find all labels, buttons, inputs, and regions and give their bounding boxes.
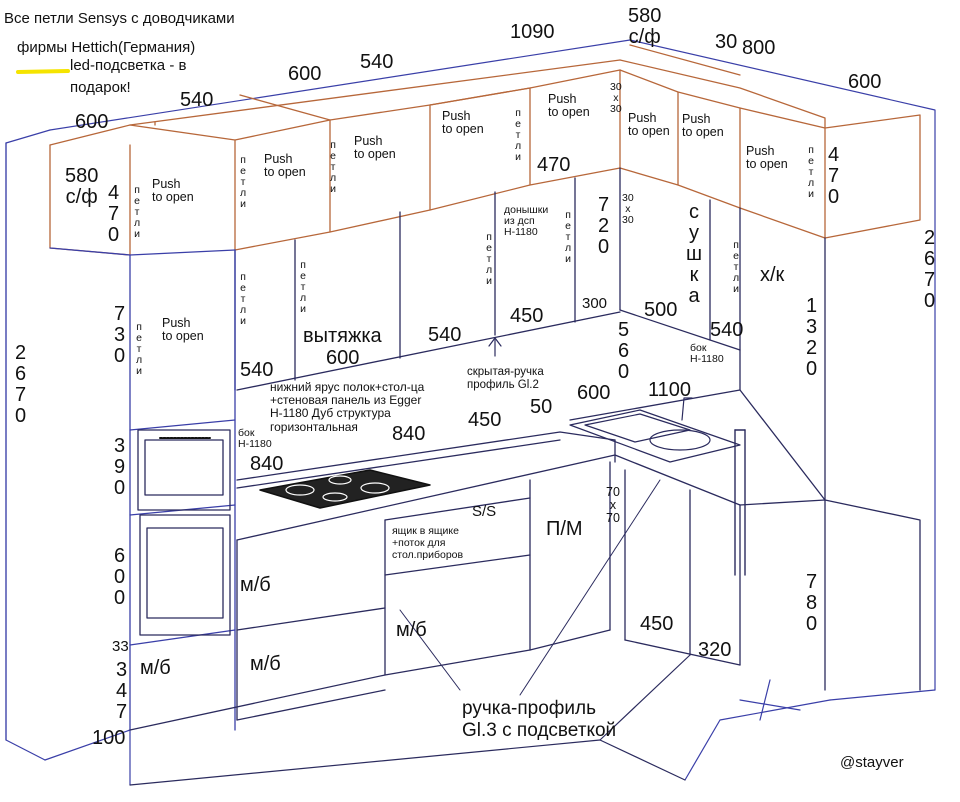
dim-right-780: 7 8 0 bbox=[806, 571, 818, 635]
fridge-handle bbox=[734, 429, 746, 576]
dim-left-2670: 2 6 7 0 bbox=[15, 342, 27, 427]
base-cabinets bbox=[129, 237, 921, 731]
note-hidden-handle: скрытая-ручка профиль Gl.2 bbox=[467, 366, 544, 392]
note-tier: нижний ярус полок+стол-ца +стеновая пане… bbox=[270, 380, 425, 434]
leader-lines bbox=[399, 337, 661, 696]
label-pm: П/М bbox=[546, 518, 583, 540]
push-to-open-5: Push to open bbox=[548, 92, 590, 120]
label-bok-left: бок Н-1180 bbox=[238, 427, 272, 451]
corner-30x30-top: 30 х 30 bbox=[610, 81, 622, 116]
header-line-2: фирмы Hettich(Германия) bbox=[17, 39, 196, 56]
push-to-open-2: Push to open bbox=[264, 152, 306, 180]
dim-base-347: 3 4 7 bbox=[116, 659, 128, 723]
dim-mid-300: 300 bbox=[582, 295, 608, 312]
header-line-4: подарок! bbox=[70, 79, 131, 96]
sink bbox=[569, 397, 741, 463]
dim-top-1090: 1090 bbox=[510, 21, 555, 43]
label-mb-3: м/б bbox=[250, 653, 281, 675]
dim-top-540-b: 540 bbox=[360, 51, 394, 73]
dim-counter-840-a: 840 bbox=[392, 423, 426, 445]
dim-mid-720: 7 2 0 bbox=[598, 194, 610, 258]
push-to-open-6: Push to open bbox=[628, 111, 670, 139]
dim-right-2670: 2 6 7 0 bbox=[924, 227, 936, 312]
push-to-open-3: Push to open bbox=[354, 134, 396, 162]
cooktop bbox=[259, 469, 431, 509]
hinge-label-6: п е т л и bbox=[136, 321, 143, 378]
hinge-label-9: п е т л и bbox=[486, 231, 493, 288]
push-to-open-7: Push to open bbox=[682, 112, 724, 140]
dim-top-30: 30 bbox=[715, 31, 738, 53]
hinge-label-1: п е т л и bbox=[134, 184, 141, 241]
label-mb-4: м/б bbox=[396, 619, 427, 641]
tall-column bbox=[49, 247, 236, 731]
caption-handle-profile: ручка-профиль Gl.3 с подсветкой bbox=[462, 698, 617, 741]
note-drawer: ящик в ящике +поток для стол.приборов bbox=[392, 525, 464, 562]
dim-top-600-right: 600 bbox=[848, 71, 882, 93]
header-line-1: Все петли Sensys с доводчиками bbox=[4, 10, 235, 27]
push-to-open-9: Push to open bbox=[162, 316, 204, 344]
upper-cabinets-right bbox=[619, 44, 921, 239]
label-hood: вытяжка bbox=[303, 325, 382, 347]
push-to-open-8: Push to open bbox=[746, 144, 788, 172]
dim-upper-470-left: 4 7 0 bbox=[108, 182, 120, 246]
dim-top-800: 800 bbox=[742, 37, 776, 59]
hinge-label-2: п е т л и bbox=[240, 154, 247, 211]
dim-top-600-b: 600 bbox=[288, 63, 322, 85]
dim-corner-600: 600 bbox=[577, 382, 611, 404]
hinge-label-3: п е т л и bbox=[330, 139, 337, 196]
dim-base-450: 450 bbox=[640, 613, 674, 635]
middle-cabinets bbox=[234, 167, 741, 391]
dim-counter-840-b: 840 bbox=[250, 453, 284, 475]
hinge-label-8: п е т л и bbox=[300, 259, 307, 316]
label-bok-right: бок Н-1180 bbox=[690, 342, 724, 366]
dim-base-100: 100 bbox=[92, 727, 126, 749]
dim-base-33: 33 bbox=[112, 638, 129, 655]
header-line-3: led-подсветка - в bbox=[70, 57, 187, 74]
highlight-mark bbox=[16, 69, 70, 74]
dim-corner-500: 500 bbox=[644, 299, 678, 321]
label-fridge: х/к bbox=[760, 264, 785, 286]
watermark: @stayver bbox=[840, 754, 904, 771]
dim-top-580-sf: 580 с/ф bbox=[628, 5, 662, 48]
dim-counter-450: 450 bbox=[468, 409, 502, 431]
dim-top-540-a: 540 bbox=[180, 89, 214, 111]
hinge-label-7: п е т л и bbox=[240, 271, 247, 328]
push-to-open-1: Push to open bbox=[152, 177, 194, 205]
hinge-label-10: п е т л и bbox=[565, 209, 572, 266]
label-mb-2: м/б bbox=[240, 574, 271, 596]
dim-top-600-left: 600 bbox=[75, 111, 109, 133]
push-to-open-4: Push to open bbox=[442, 109, 484, 137]
dim-counter-50: 50 bbox=[530, 396, 553, 418]
dim-hood-600: 600 bbox=[326, 347, 360, 369]
hinge-label-11: п е т л и bbox=[733, 239, 740, 296]
dim-corner-540: 540 bbox=[710, 319, 744, 341]
dim-oven-390: 3 9 0 bbox=[114, 435, 126, 499]
dim-left-580-sf: 580 с/ф bbox=[65, 165, 99, 208]
dim-corner-560: 5 6 0 bbox=[618, 319, 630, 383]
dim-mid-450: 450 bbox=[510, 305, 544, 327]
dim-oven-600: 6 0 0 bbox=[114, 545, 126, 609]
room-outline bbox=[5, 39, 936, 786]
dim-mid-540-a: 540 bbox=[240, 359, 274, 381]
floor-lines bbox=[129, 654, 691, 786]
label-dryer: с у ш к а bbox=[686, 201, 703, 307]
dim-upper-470-right: 4 7 0 bbox=[828, 144, 840, 208]
dim-base-320: 320 bbox=[698, 639, 732, 661]
dim-mid-540-b: 540 bbox=[428, 324, 462, 346]
label-mb-1: м/б bbox=[140, 657, 171, 679]
hinge-label-4: п е т л и bbox=[515, 107, 522, 164]
dim-sink-1100: 1100 bbox=[648, 379, 692, 401]
hinge-label-5: п е т л и bbox=[808, 144, 815, 201]
dim-tall-730: 7 3 0 bbox=[114, 303, 126, 367]
dim-base-70x70: 70 х 70 bbox=[606, 485, 620, 526]
dim-upper-470-mid: 470 bbox=[537, 154, 571, 176]
dim-right-1320: 1 3 2 0 bbox=[806, 295, 818, 380]
label-ss: S/S bbox=[472, 503, 497, 520]
corner-30x30-mid: 30 х 30 bbox=[622, 192, 634, 227]
label-bottoms: донышки из дсп Н-1180 bbox=[504, 204, 549, 239]
